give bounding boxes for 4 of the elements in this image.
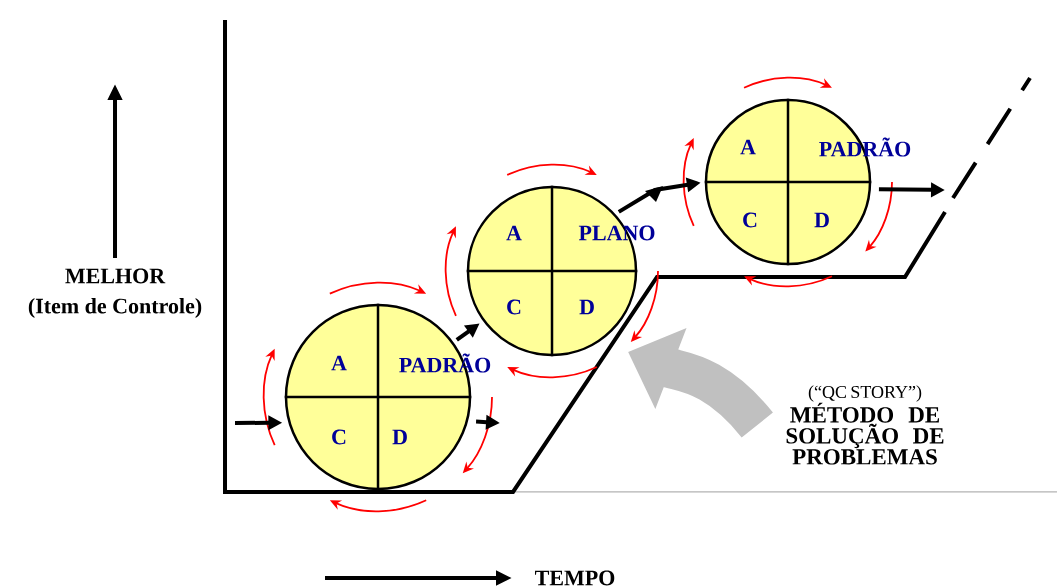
axis-label: MELHOR bbox=[65, 268, 166, 284]
axis-label: (Item de Controle) bbox=[28, 298, 202, 318]
method-text: (“QC STORY”) MÉTODO DE SOLUÇÃO DE PROBLEMAS bbox=[786, 385, 944, 465]
axis-label: TEMPO bbox=[535, 570, 615, 586]
